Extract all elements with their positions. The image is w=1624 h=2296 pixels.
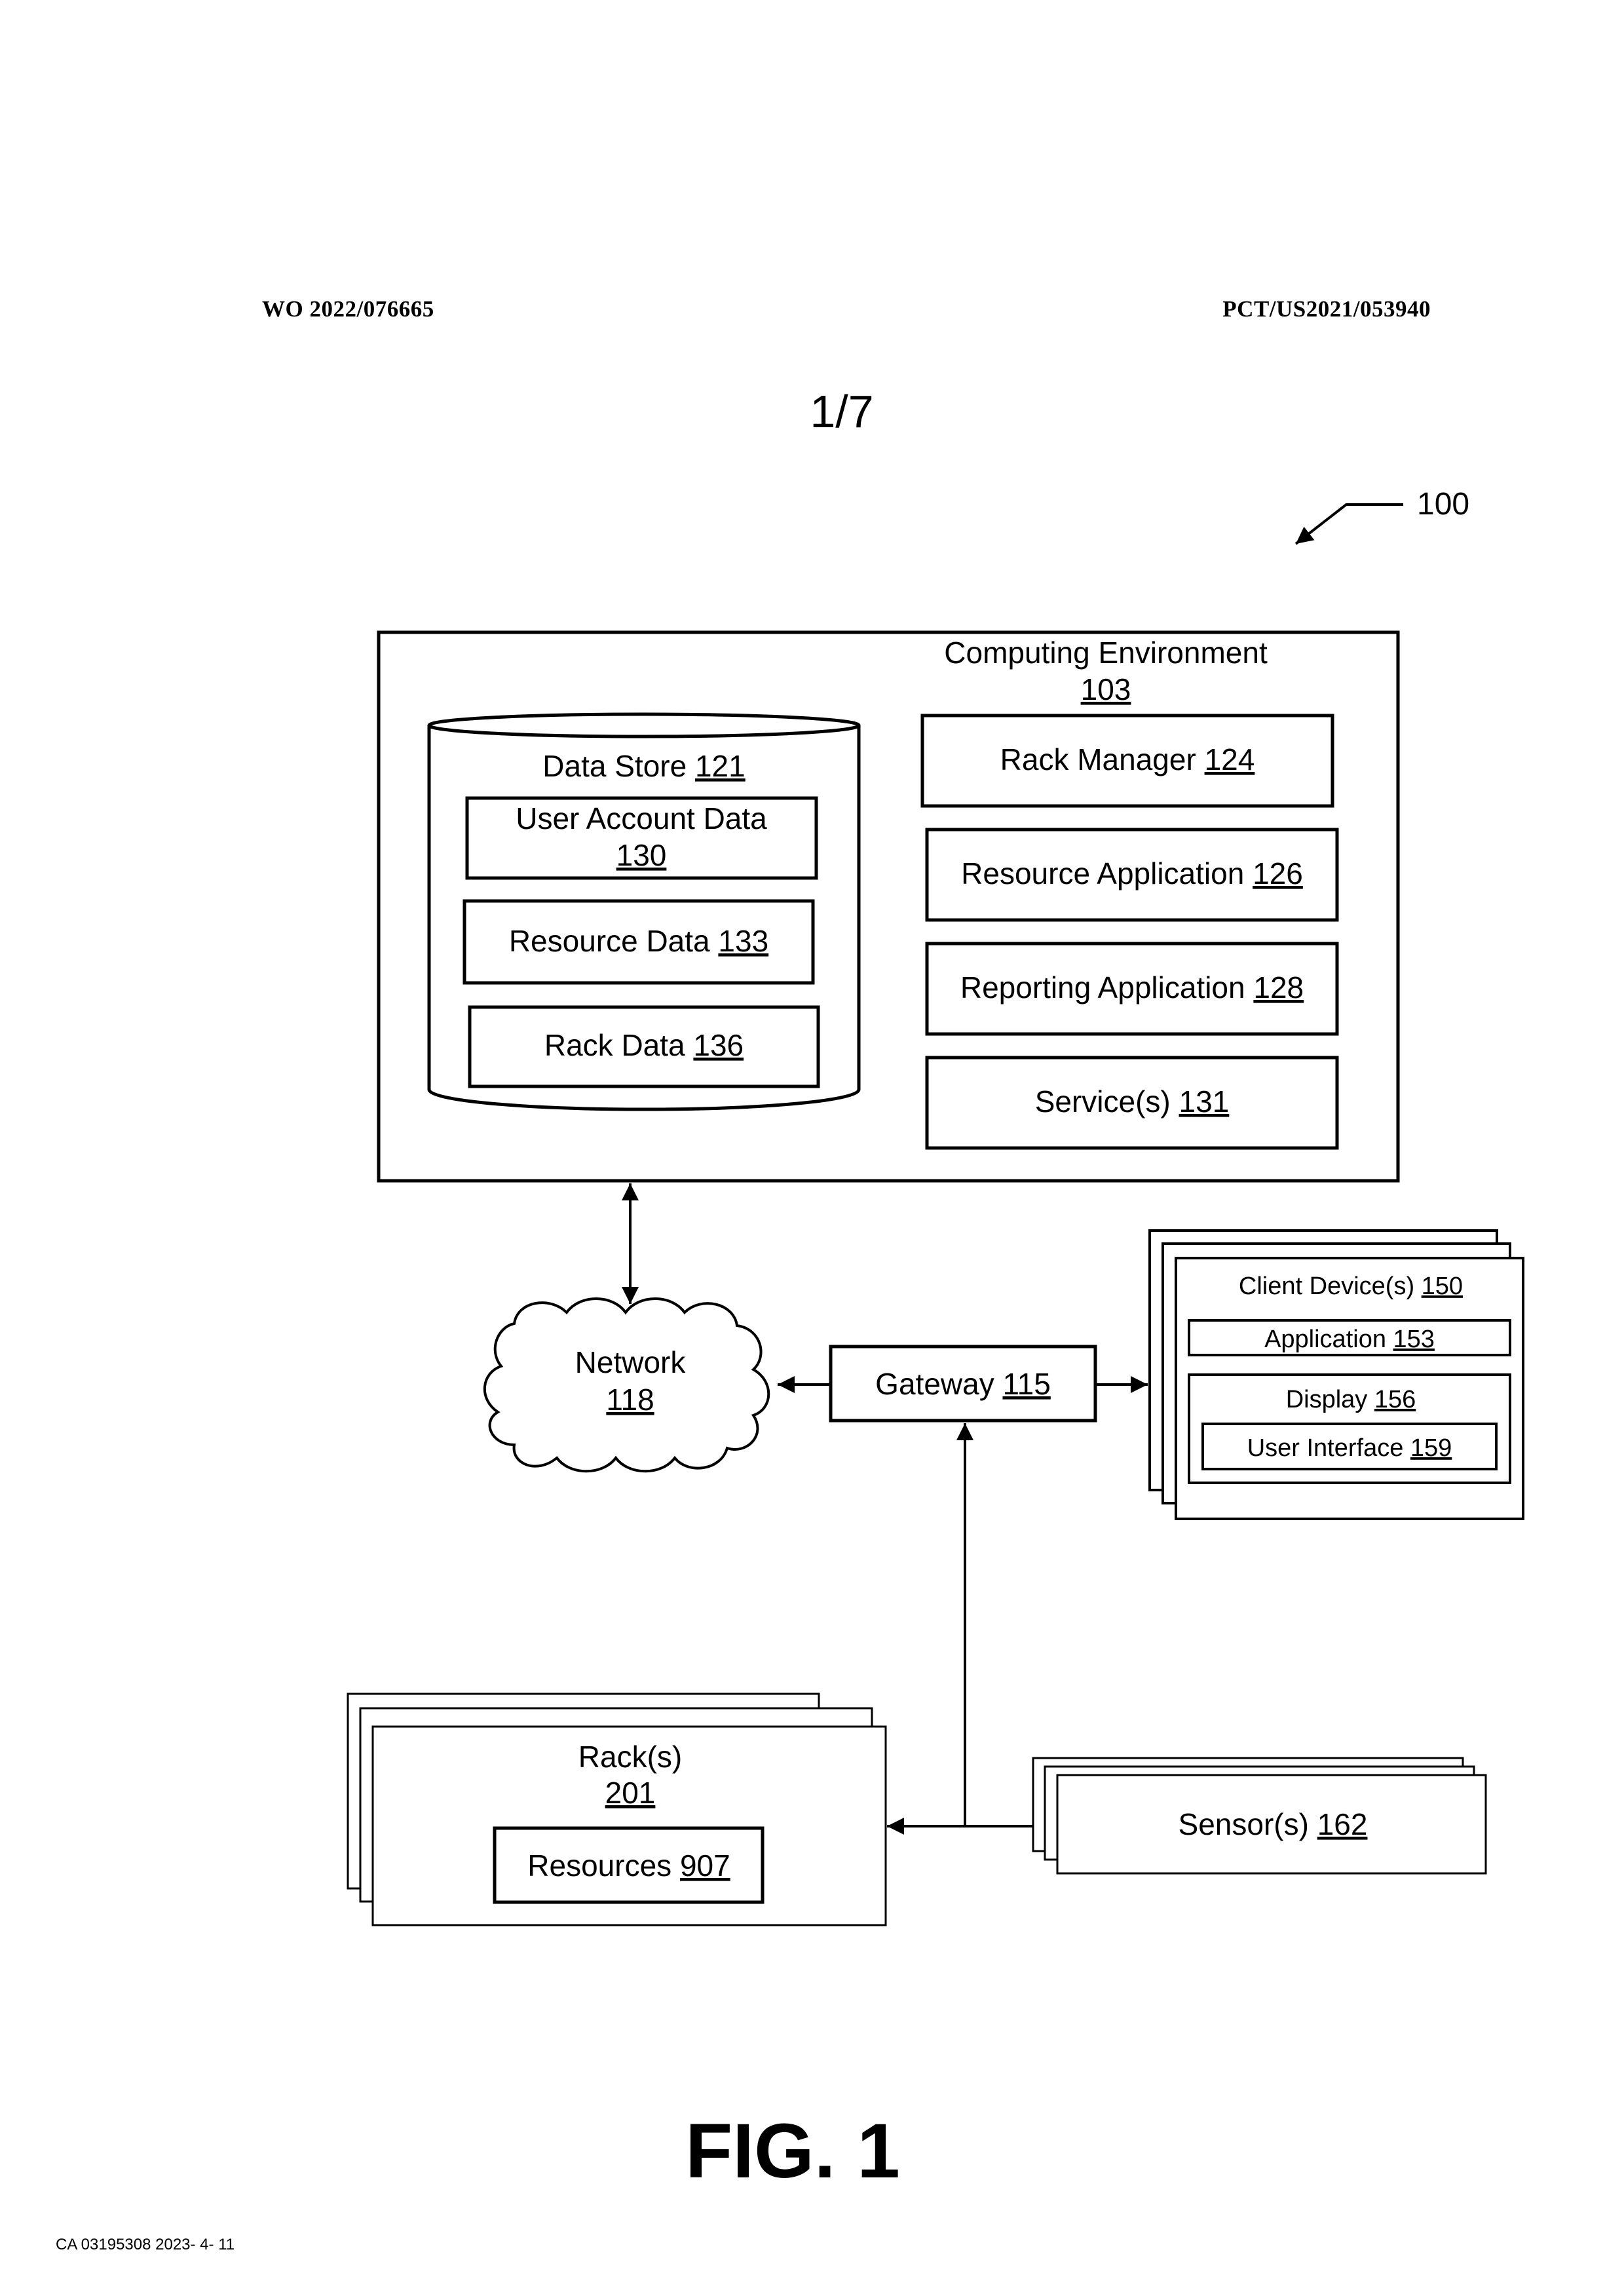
sensors-ref: 162	[1317, 1807, 1368, 1841]
user-interface-label: User Interface	[1247, 1434, 1404, 1462]
resource-application-box: Resource Application 126	[927, 830, 1337, 920]
resources-box: Resources 907	[495, 1828, 763, 1902]
application-label: Application	[1264, 1326, 1386, 1353]
reporting-application-box: Reporting Application 128	[927, 944, 1337, 1034]
racks-label: Rack(s)	[578, 1740, 682, 1774]
network-ref: 118	[606, 1383, 654, 1417]
resource-application-ref: 126	[1253, 856, 1303, 890]
svg-text:Service(s) 131: Service(s) 131	[1035, 1084, 1230, 1119]
svg-text:Resource Data 133: Resource Data 133	[509, 924, 768, 958]
svg-text:Sensor(s) 162: Sensor(s) 162	[1179, 1807, 1368, 1841]
svg-text:Rack Manager 124: Rack Manager 124	[1000, 742, 1255, 776]
user-account-data-box: User Account Data 130	[467, 798, 816, 878]
reporting-application-ref: 128	[1253, 970, 1304, 1004]
computing-environment-label: Computing Environment	[944, 636, 1268, 670]
svg-text:Display 156: Display 156	[1286, 1386, 1416, 1413]
display-label: Display	[1286, 1386, 1368, 1413]
reporting-application-label: Reporting Application	[960, 970, 1245, 1004]
reference-100-leader	[1296, 505, 1403, 544]
computing-environment-ref: 103	[1081, 672, 1131, 706]
user-interface-ref: 159	[1410, 1434, 1452, 1462]
svg-text:User Interface 159: User Interface 159	[1247, 1434, 1452, 1462]
resource-data-box: Resource Data 133	[464, 901, 813, 983]
resources-label: Resources	[527, 1848, 671, 1883]
svg-text:Resource Application 126: Resource Application 126	[961, 856, 1303, 890]
application-ref: 153	[1393, 1326, 1435, 1353]
racks-ref: 201	[605, 1776, 656, 1810]
rack-manager-box: Rack Manager 124	[922, 716, 1332, 806]
sensors-stack: Sensor(s) 162	[1033, 1758, 1486, 1873]
data-store-label: Data Store	[542, 749, 687, 783]
sensors-label: Sensor(s)	[1179, 1807, 1309, 1841]
svg-text:Resources 907: Resources 907	[527, 1848, 730, 1883]
network-label: Network	[575, 1345, 687, 1379]
svg-text:Rack Data 136: Rack Data 136	[544, 1028, 744, 1062]
application-box: Application 153	[1189, 1320, 1510, 1355]
rack-manager-ref: 124	[1205, 742, 1255, 776]
services-label: Service(s)	[1035, 1084, 1171, 1119]
client-devices-label: Client Device(s)	[1239, 1272, 1414, 1300]
svg-text:Gateway 115: Gateway 115	[875, 1367, 1051, 1401]
resource-application-label: Resource Application	[961, 856, 1244, 890]
user-interface-box: User Interface 159	[1203, 1424, 1496, 1469]
svg-text:Client Device(s) 150: Client Device(s) 150	[1239, 1272, 1463, 1300]
connector-bus	[887, 1423, 1056, 1826]
figure-label: FIG. 1	[0, 2107, 1585, 2196]
gateway-ref: 115	[1002, 1367, 1050, 1401]
user-account-data-label: User Account Data	[516, 801, 767, 835]
data-store-ref: 121	[695, 749, 746, 783]
network-cloud: Network 118	[485, 1299, 768, 1471]
svg-text:Application 153: Application 153	[1264, 1326, 1435, 1353]
rack-data-ref: 136	[693, 1028, 744, 1062]
footer-stamp: CA 03195308 2023- 4- 11	[56, 2236, 235, 2254]
rack-data-label: Rack Data	[544, 1028, 685, 1062]
display-ref: 156	[1374, 1386, 1416, 1413]
services-ref: 131	[1179, 1084, 1230, 1119]
svg-text:Reporting Application 128: Reporting Application 128	[960, 970, 1304, 1004]
svg-text:Data Store 121: Data Store 121	[542, 749, 745, 783]
client-devices-ref: 150	[1422, 1272, 1463, 1300]
rack-manager-label: Rack Manager	[1000, 742, 1196, 776]
user-account-data-ref: 130	[616, 838, 667, 872]
resource-data-label: Resource Data	[509, 924, 710, 958]
gateway-label: Gateway	[875, 1367, 994, 1401]
resources-ref: 907	[680, 1848, 730, 1883]
gateway-box: Gateway 115	[831, 1347, 1095, 1421]
services-box: Service(s) 131	[927, 1058, 1337, 1148]
rack-data-box: Rack Data 136	[470, 1007, 818, 1086]
resource-data-ref: 133	[718, 924, 768, 958]
